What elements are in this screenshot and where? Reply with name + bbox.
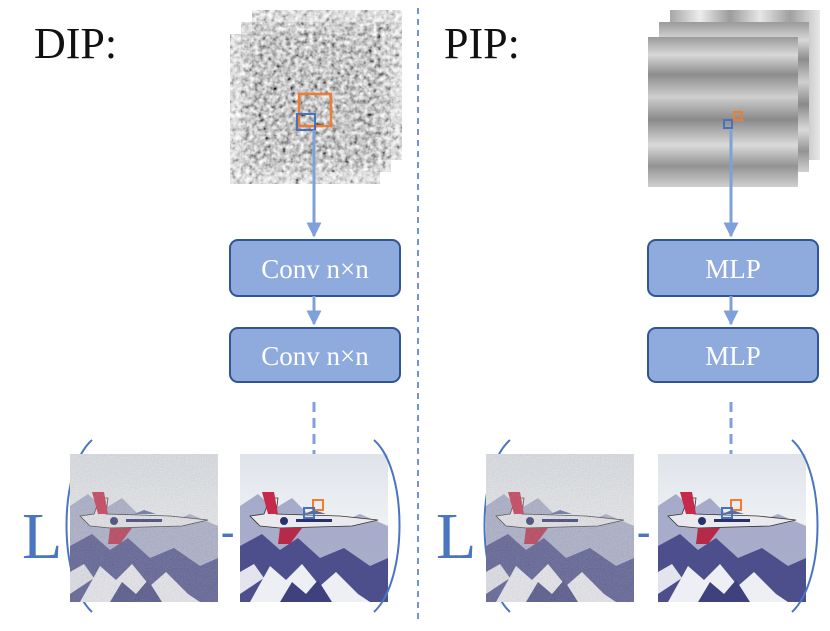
pip-input-patch-blue [723,119,733,129]
pip-mlp-block-2-label: MLP [705,341,761,371]
dip-conv-block-2-label: Conv n×n [261,341,369,371]
pip-mlp-block-2: MLP [647,327,819,383]
dip-loss-symbol: L [22,500,62,573]
dip-minus-sign: - [221,509,234,554]
pip-output-image [657,453,807,603]
pip-mlp-block-1: MLP [647,239,819,297]
positional-input-stack [648,10,820,187]
pip-minus-sign: - [637,509,650,554]
pip-title: PIP: [444,19,520,68]
pip-loss-symbol: L [436,500,476,573]
dip-output-patch-blue [303,507,315,519]
receptive-field-blue [296,113,316,131]
dip-conv-block-1-label: Conv n×n [261,254,369,284]
pip-mlp-block-1-label: MLP [705,254,761,284]
pip-input-patch-orange [733,111,743,121]
dip-conv-block-1: Conv n×n [229,239,401,297]
dip-output-patch-orange [312,499,324,511]
pip-right-paren [791,439,819,613]
pip-noisy-image [485,453,635,603]
dip-output-image [239,453,389,603]
dip-conv-block-2: Conv n×n [229,327,401,383]
pip-output-patch-blue [721,507,733,519]
dip-title: DIP: [34,19,117,68]
pip-output-patch-orange [730,499,742,511]
dip-right-paren [373,439,401,613]
dip-noisy-image [69,453,219,603]
noise-input-stack [230,10,402,184]
